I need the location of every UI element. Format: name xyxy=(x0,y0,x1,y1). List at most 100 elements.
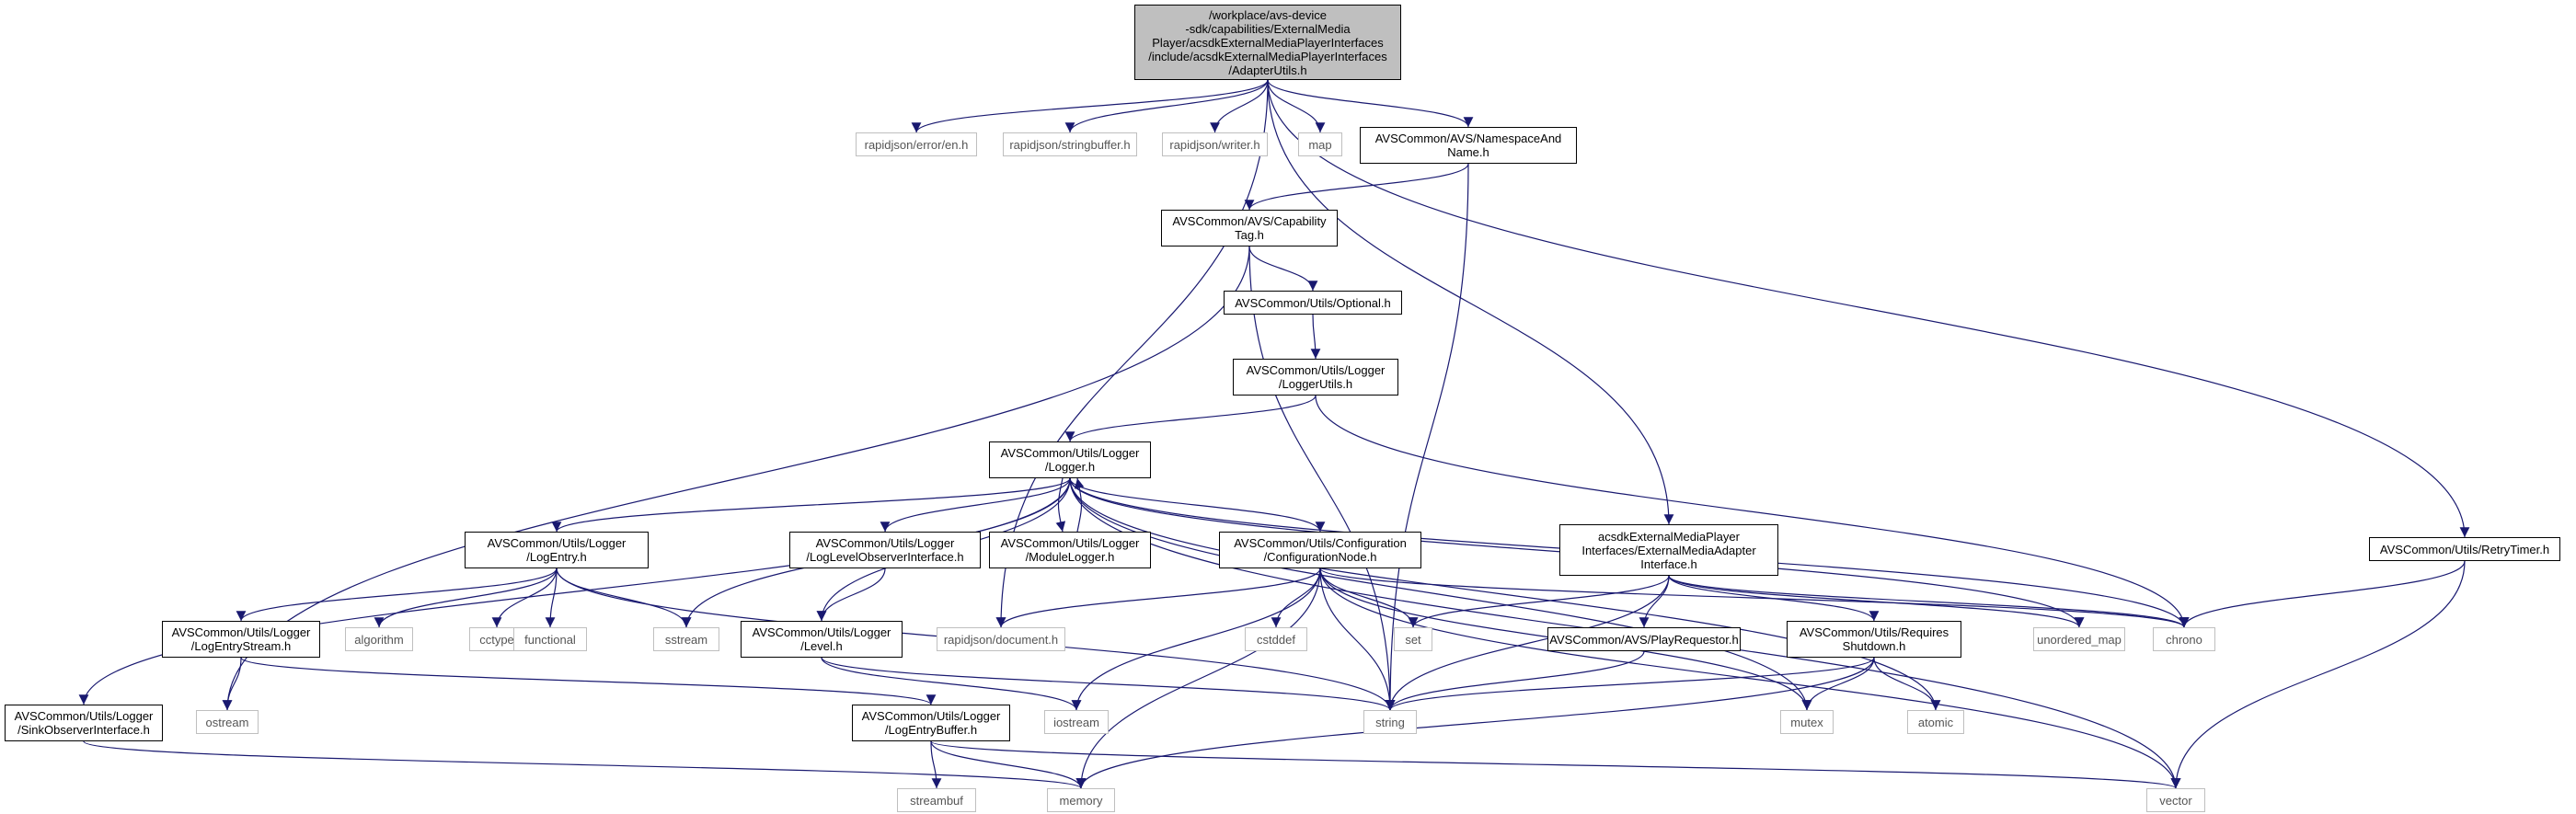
node-label-line: AVSCommon/AVS/NamespaceAnd xyxy=(1374,132,1562,145)
node-label-line: chrono xyxy=(2166,632,2202,647)
node-sink-observer[interactable]: AVSCommon/Utils/Logger/SinkObserverInter… xyxy=(5,705,163,741)
edge-logEntryBuffer-to-vector xyxy=(930,740,2180,789)
node-log-entry-stream[interactable]: AVSCommon/Utils/Logger/LogEntryStream.h xyxy=(162,621,320,658)
node-optional[interactable]: AVSCommon/Utils/Optional.h xyxy=(1224,291,1402,315)
edge-moduleLogger-to-logger xyxy=(1074,477,1085,533)
edge-nsName-to-capTag xyxy=(1244,163,1469,211)
node-algorithm: algorithm xyxy=(345,627,413,651)
node-label-line: AVSCommon/Utils/Logger xyxy=(14,709,154,723)
node-root[interactable]: /workplace/avs-device-sdk/capabilities/E… xyxy=(1134,5,1401,80)
edge-extMediaAdapter-to-unorderedMap xyxy=(1668,575,2085,628)
edge-logger-to-configNode xyxy=(1069,477,1326,533)
node-label-line: vector xyxy=(2159,793,2192,808)
edge-logEntry-to-sstream xyxy=(556,568,692,628)
node-vector: vector xyxy=(2146,788,2205,812)
edge-optional-to-loggerUtils xyxy=(1310,314,1321,360)
node-label-line: /AdapterUtils.h xyxy=(1228,63,1307,77)
node-label-line: /LoggerUtils.h xyxy=(1278,377,1353,391)
node-map: map xyxy=(1298,132,1342,156)
node-label-line: /Logger.h xyxy=(1044,460,1096,474)
node-log-level-obs[interactable]: AVSCommon/Utils/Logger/LogLevelObserverI… xyxy=(789,532,981,568)
node-string: string xyxy=(1363,710,1417,734)
node-label-line: string xyxy=(1375,715,1405,729)
node-label-line: Tag.h xyxy=(1235,228,1264,242)
node-unordered-map: unordered_map xyxy=(2033,627,2125,651)
edge-logEntry-to-algorithm xyxy=(374,568,558,628)
node-document: rapidjson/document.h xyxy=(937,627,1065,651)
edge-extMediaAdapter-to-string xyxy=(1385,575,1670,711)
edge-capTag-to-optional xyxy=(1248,246,1318,292)
node-log-entry[interactable]: AVSCommon/Utils/Logger/LogEntry.h xyxy=(465,532,649,568)
node-label-line: atomic xyxy=(1917,715,1954,729)
node-label-line: AVSCommon/Utils/Logger xyxy=(1000,536,1140,550)
node-label-line: AVSCommon/Utils/Logger xyxy=(752,625,891,639)
edge-logger-to-mutex xyxy=(1069,477,1812,711)
edge-logger-to-logLevelObs xyxy=(880,477,1071,533)
edge-extMediaAdapter-to-requiresShutdown xyxy=(1668,575,1880,622)
node-retry-timer[interactable]: AVSCommon/Utils/RetryTimer.h xyxy=(2369,537,2560,561)
node-logger-utils[interactable]: AVSCommon/Utils/Logger/LoggerUtils.h xyxy=(1233,359,1398,396)
node-label-line: AVSCommon/Utils/Optional.h xyxy=(1235,295,1391,310)
edge-logEntry-to-logEntryStream xyxy=(236,568,558,622)
edge-retryTimer-to-chrono xyxy=(2179,560,2466,628)
node-label-line: Interfaces/ExternalMediaAdapter xyxy=(1581,543,1756,557)
edge-logger-to-sinkObserver xyxy=(78,477,1071,705)
edge-logEntry-to-functional xyxy=(545,568,558,628)
edge-root-to-retryTimer xyxy=(1267,79,2470,538)
node-label-line: cctype xyxy=(479,632,514,647)
edge-root-to-stringbuffer xyxy=(1064,79,1269,133)
node-label-line: iostream xyxy=(1053,715,1099,729)
node-label-line: streambuf xyxy=(910,793,963,808)
node-label-line: functional xyxy=(524,632,576,647)
node-sstream: sstream xyxy=(653,627,719,651)
edge-configNode-to-iostream xyxy=(1071,568,1321,711)
node-module-logger[interactable]: AVSCommon/Utils/Logger/ModuleLogger.h xyxy=(989,532,1151,568)
node-label-line: algorithm xyxy=(354,632,404,647)
edge-logger-to-logEntry xyxy=(551,477,1071,533)
edge-configNode-to-memory xyxy=(1075,568,1321,789)
edge-retryTimer-to-vector xyxy=(2170,560,2466,789)
node-label-line: AVSCommon/Utils/Logger xyxy=(487,536,627,550)
edge-root-to-errorEn xyxy=(911,79,1269,133)
node-label-line: map xyxy=(1308,137,1332,152)
node-label-line: AVSCommon/Utils/Logger xyxy=(815,536,955,550)
edge-configNode-to-document xyxy=(995,568,1321,628)
node-config-node[interactable]: AVSCommon/Utils/Configuration/Configurat… xyxy=(1219,532,1421,568)
node-log-entry-buffer[interactable]: AVSCommon/Utils/Logger/LogEntryBuffer.h xyxy=(852,705,1010,741)
node-label-line: unordered_map xyxy=(2037,632,2122,647)
node-stringbuffer: rapidjson/stringbuffer.h xyxy=(1003,132,1137,156)
edge-extMediaAdapter-to-playRequestor xyxy=(1639,575,1670,628)
edge-extMediaAdapter-to-set xyxy=(1408,575,1670,628)
node-label-line: rapidjson/document.h xyxy=(943,632,1059,647)
node-label-line: memory xyxy=(1059,793,1103,808)
node-label-line: /SinkObserverInterface.h xyxy=(17,723,150,737)
node-label-line: /ConfigurationNode.h xyxy=(1263,550,1377,564)
edge-logEntryBuffer-to-memory xyxy=(930,740,1087,789)
edge-configNode-to-vector xyxy=(1319,568,2181,789)
edge-configNode-to-chrono xyxy=(1319,568,2190,628)
node-writer: rapidjson/writer.h xyxy=(1162,132,1268,156)
edge-requiresShutdown-to-string xyxy=(1385,657,1875,711)
node-logger[interactable]: AVSCommon/Utils/Logger/Logger.h xyxy=(989,441,1151,478)
node-level[interactable]: AVSCommon/Utils/Logger/Level.h xyxy=(741,621,903,658)
edge-requiresShutdown-to-memory xyxy=(1075,657,1875,789)
node-play-requestor[interactable]: AVSCommon/AVS/PlayRequestor.h xyxy=(1547,627,1741,651)
edge-configNode-to-string xyxy=(1319,568,1396,711)
node-label-line: AVSCommon/Utils/Requires xyxy=(1799,625,1949,639)
edge-loggerUtils-to-logger xyxy=(1064,395,1317,442)
node-chrono: chrono xyxy=(2153,627,2215,651)
edge-root-to-map xyxy=(1267,79,1326,133)
node-memory: memory xyxy=(1047,788,1115,812)
edge-root-to-nsName xyxy=(1267,79,1474,128)
node-label-line: Shutdown.h xyxy=(1842,639,1906,653)
edge-logEntryStream-to-logEntryBuffer xyxy=(240,657,937,705)
node-label-line: sstream xyxy=(664,632,708,647)
node-label-line: -sdk/capabilities/ExternalMedia xyxy=(1185,21,1351,36)
edge-requiresShutdown-to-atomic xyxy=(1873,657,1941,711)
edge-logEntryBuffer-to-streambuf xyxy=(930,740,942,789)
